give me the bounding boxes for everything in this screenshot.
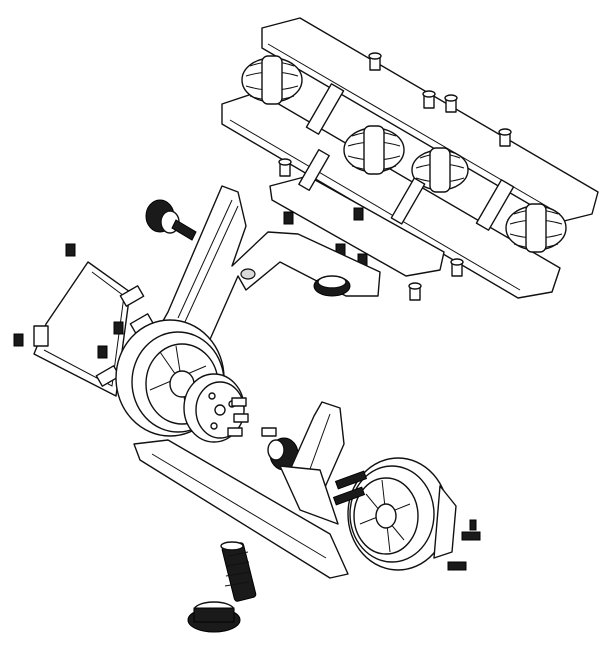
knurled-base-nut	[187, 601, 241, 633]
motor-mount-disc	[183, 373, 245, 443]
camera-plate-assembly	[221, 17, 599, 301]
roll-motor	[347, 457, 457, 571]
standoff-post-3	[390, 177, 426, 225]
rubber-damper-1	[241, 55, 303, 105]
plate-screws	[278, 52, 512, 301]
board-screws	[13, 243, 124, 359]
rubber-damper-2	[343, 125, 405, 175]
rubber-damper-4	[505, 203, 567, 253]
control-board	[33, 261, 131, 397]
board-connector	[33, 325, 49, 347]
knurled-nut-top	[313, 275, 351, 297]
standoff-post-4	[298, 148, 330, 192]
threaded-post	[220, 541, 257, 602]
rubber-damper-3	[411, 147, 469, 193]
motor-screws	[332, 470, 481, 571]
base-plate	[133, 439, 349, 579]
disc-screws	[227, 397, 277, 437]
standoff-post-2	[475, 179, 515, 231]
arm-thumb-screw	[145, 199, 197, 241]
standoff-post-1	[305, 83, 345, 135]
